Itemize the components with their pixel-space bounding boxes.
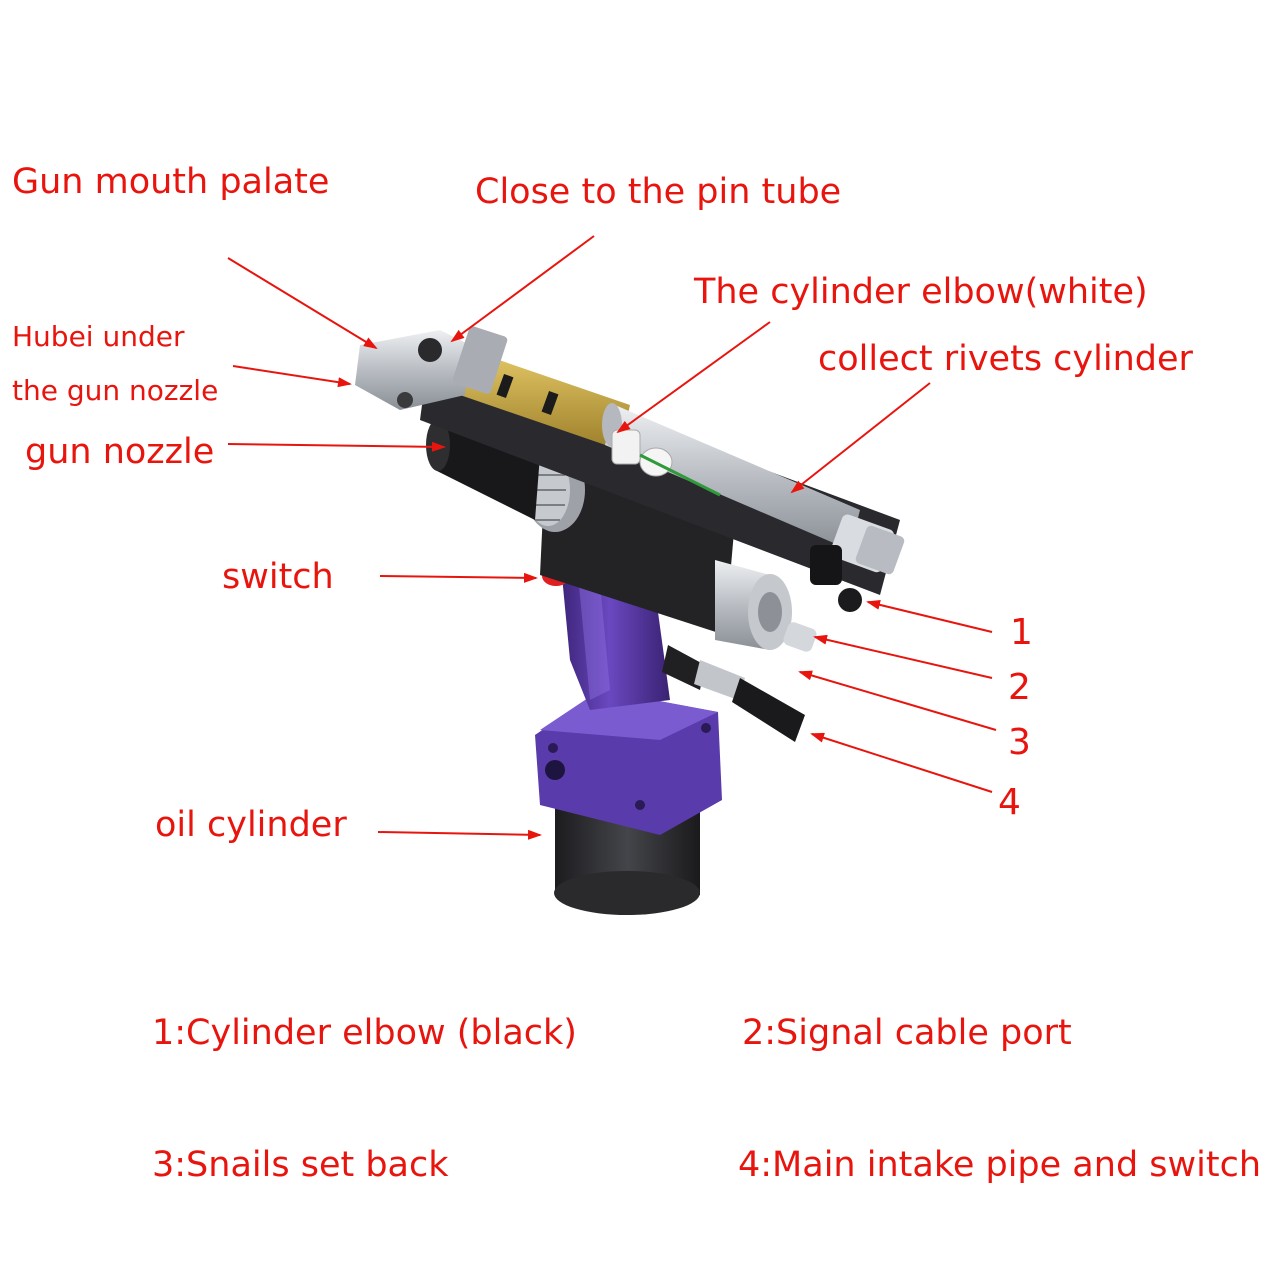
annotation-arrows: [227, 235, 997, 840]
label-hubei-line1: Hubei under: [12, 320, 185, 353]
legend-item-2: 2:Signal cable port: [742, 1013, 1072, 1053]
rear-cap-part: [715, 560, 817, 652]
legend-item-3: 3:Snails set back: [152, 1145, 449, 1185]
white-elbow-part: [611, 429, 721, 497]
gun-head-part: [355, 326, 508, 410]
label-oil-cylinder: oil cylinder: [155, 805, 347, 845]
label-gun-mouth-palate: Gun mouth palate: [12, 162, 330, 202]
label-switch: switch: [222, 557, 334, 597]
callout-number-4: 4: [998, 782, 1021, 823]
air-fitting-part: [662, 645, 805, 742]
label-gun-nozzle: gun nozzle: [25, 432, 215, 472]
label-cylinder-elbow-white: The cylinder elbow(white): [694, 272, 1148, 312]
callout-number-3: 3: [1008, 722, 1031, 763]
label-hubei-line2: the gun nozzle: [12, 374, 219, 407]
callout-number-1: 1: [1010, 612, 1033, 653]
label-collect-rivets-cylinder: collect rivets cylinder: [818, 339, 1193, 379]
label-close-to-pin-tube: Close to the pin tube: [475, 172, 842, 212]
collect-cylinder-part: [602, 403, 905, 575]
legend-item-1: 1:Cylinder elbow (black): [152, 1013, 577, 1053]
legend-item-4: 4:Main intake pipe and switch: [738, 1145, 1262, 1185]
callout-number-2: 2: [1008, 667, 1031, 708]
base-block-part: [535, 690, 722, 835]
black-elbow-part: [810, 545, 862, 612]
